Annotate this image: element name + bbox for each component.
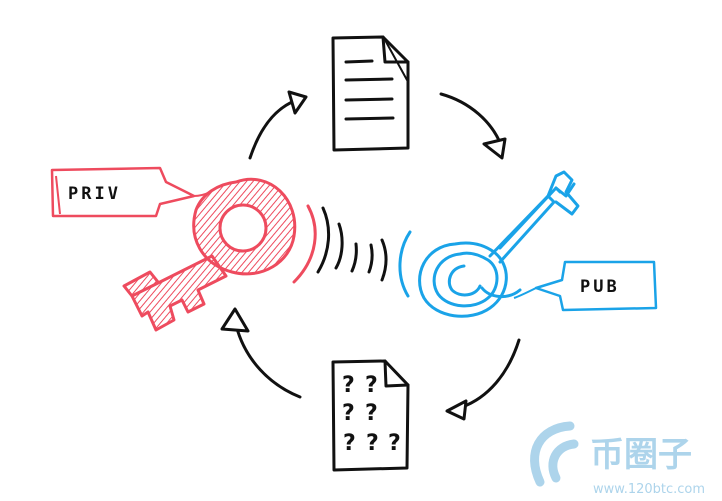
question-mark-glyph: ? (343, 431, 356, 456)
arrow-to-public-key (439, 92, 503, 147)
plaintext-document-icon (331, 35, 410, 152)
arrow-to-document-bottom (460, 338, 521, 409)
watermark: 币圈子 www.120btc.com (530, 421, 705, 497)
watermark-url: www.120btc.com (593, 482, 705, 497)
question-mark-glyph: ? (366, 431, 379, 456)
signal-waves (316, 206, 388, 282)
question-mark-glyph: ? (365, 373, 378, 398)
question-mark-glyph: ? (342, 373, 355, 398)
public-key-tag: PUB (513, 260, 658, 312)
private-key-icon (122, 177, 297, 332)
watermark-logo-icon (530, 421, 579, 487)
question-mark-glyph: ? (388, 431, 401, 456)
private-key-label: PRIV (68, 184, 121, 204)
cycle-arrows (220, 90, 521, 421)
question-mark-glyph: ? (342, 401, 355, 426)
signal-waves-colored (292, 204, 412, 298)
public-key-label: PUB (580, 277, 620, 297)
private-key-tag: PRIV (50, 166, 211, 218)
question-mark-glyph: ? (365, 401, 378, 426)
ciphertext-document-icon: ? ? ? ? ? ? ? (331, 359, 410, 472)
watermark-brand: 币圈子 (590, 435, 692, 475)
public-key-icon (418, 170, 580, 318)
arrow-to-private-key (234, 323, 302, 399)
